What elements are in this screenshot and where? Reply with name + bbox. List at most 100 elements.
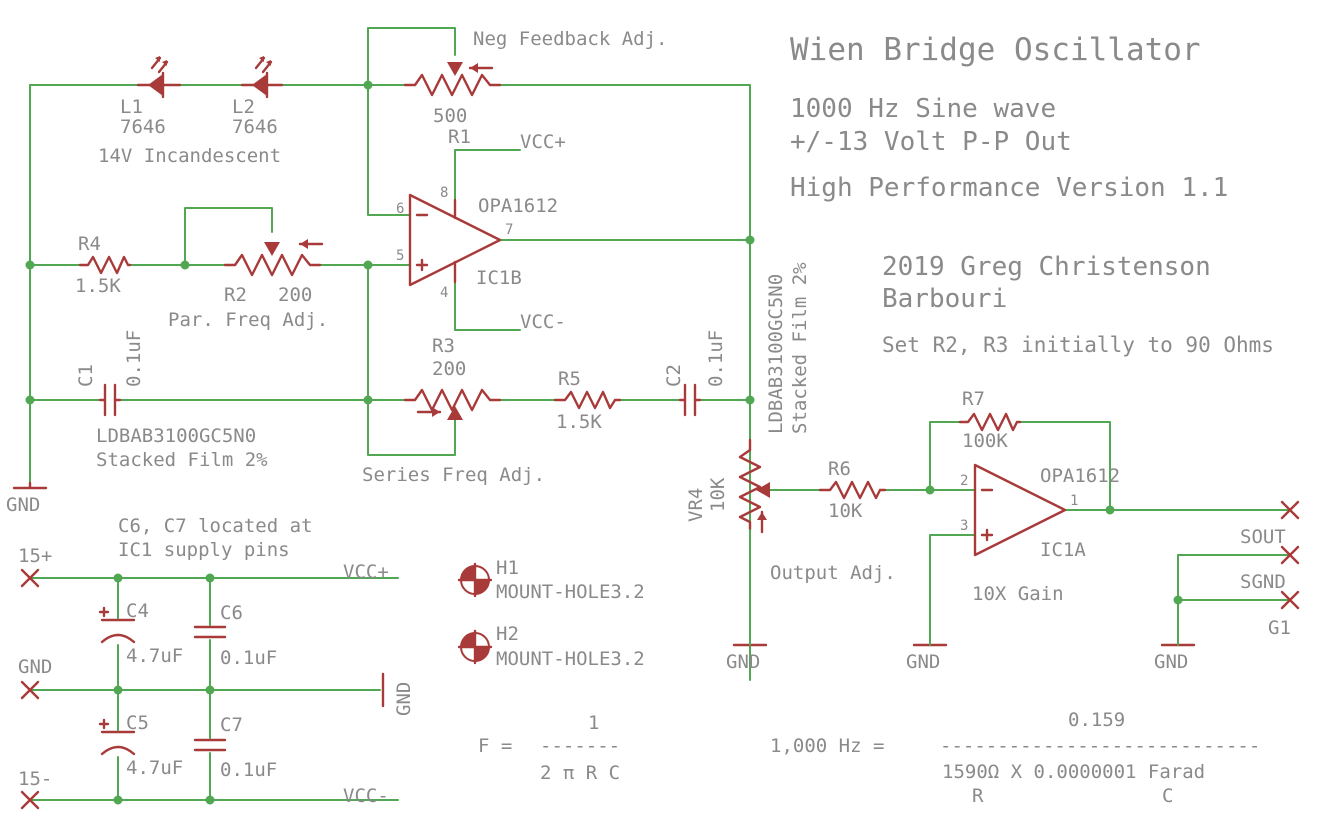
gnd-symbol-left	[12, 481, 48, 490]
r5-name: R5	[558, 368, 581, 390]
ic1b-vcc-neg: VCC-	[520, 311, 566, 333]
ic1b-pin5: 5	[396, 248, 404, 264]
c4-capacitor	[98, 606, 136, 644]
formula-f-lhs: F =	[478, 735, 512, 757]
p15-label: 15+	[18, 545, 52, 567]
mount-hole-h1-icon	[457, 562, 493, 598]
formula-example-r: R	[972, 785, 984, 807]
r4-name: R4	[78, 233, 101, 255]
setup-note: Set R2, R3 initially to 90 Ohms	[882, 333, 1274, 357]
gnd-symbol-vr4	[732, 529, 768, 647]
ic1b-pin4: 4	[440, 285, 448, 301]
vcc-neg-label: VCC-	[343, 785, 389, 807]
lamp-l1-symbol	[136, 56, 182, 99]
c4-value: 4.7uF	[126, 645, 183, 667]
sout-label: SOUT	[1240, 526, 1286, 548]
mount-hole-h2-icon	[457, 629, 493, 665]
gnd-symbol-ic1a	[912, 639, 948, 647]
g1-label: G1	[1268, 617, 1291, 639]
formula-example-numerator: 0.159	[1068, 709, 1125, 731]
c6-value: 0.1uF	[220, 647, 277, 669]
ic1b-vcc-pos: VCC+	[520, 131, 566, 153]
c7-value: 0.1uF	[220, 759, 277, 781]
vr4-potentiometer	[738, 438, 770, 534]
vr4-name: VR4	[685, 488, 707, 522]
ic1b-name: IC1B	[476, 267, 522, 289]
r3-potentiometer	[403, 388, 502, 420]
formula-f-bar: -------	[540, 735, 620, 757]
author-line2: Barbouri	[882, 284, 1007, 314]
lamp-l2-symbol	[240, 56, 284, 99]
c2-name: C2	[663, 364, 685, 387]
r2-note: Par. Freq Adj.	[168, 309, 328, 331]
ic1b-pin6: 6	[396, 201, 404, 217]
ic1a-part: OPA1612	[1040, 465, 1120, 487]
wires	[29, 27, 1291, 801]
title-text: Wien Bridge Oscillator	[790, 32, 1201, 68]
r4-resistor	[78, 255, 132, 275]
ic1a-pin1: 1	[1070, 493, 1078, 509]
r6-value: 10K	[828, 500, 863, 522]
c2-value: 0.1uF	[705, 330, 727, 387]
subtitle-freq: 1000 Hz Sine wave	[790, 94, 1056, 124]
r7-resistor	[958, 412, 1022, 432]
ic1b-part: OPA1612	[478, 195, 558, 217]
gnd-label-supply-in: GND	[18, 656, 52, 678]
lamps-note: 14V Incandescent	[98, 145, 281, 167]
c6-name: C6	[220, 602, 243, 624]
r3-value: 200	[432, 358, 466, 380]
gnd-label-left: GND	[6, 494, 40, 516]
c1-capacitor	[98, 383, 122, 417]
c1-value: 0.1uF	[123, 330, 145, 387]
r6-resistor	[818, 480, 887, 500]
ic1a-pin2: 2	[960, 473, 968, 489]
formula-example-c: C	[1162, 785, 1173, 807]
junctions	[25, 80, 1183, 805]
cap-note-line2: IC1 supply pins	[118, 539, 290, 561]
version-text: High Performance Version 1.1	[790, 173, 1228, 203]
formula-example-bar: ----------------------------	[940, 735, 1260, 757]
author-line1: 2019 Greg Christenson	[882, 252, 1211, 282]
vr4-value: 10K	[707, 477, 729, 512]
h1-value: MOUNT-HOLE3.2	[496, 581, 645, 603]
h2-value: MOUNT-HOLE3.2	[496, 648, 645, 670]
r7-name: R7	[962, 388, 985, 410]
ic1b-opamp	[408, 193, 502, 287]
c6-capacitor	[193, 625, 227, 639]
l2-value: 7646	[232, 116, 278, 138]
c5-name: C5	[126, 712, 149, 734]
ic1a-opamp	[973, 463, 1067, 557]
formula-example-lhs: 1,000 Hz =	[770, 735, 884, 757]
ic1b-pin7: 7	[505, 222, 513, 238]
c1-type: Stacked Film 2%	[96, 449, 268, 471]
r5-resistor	[553, 390, 622, 410]
c1-name: C1	[75, 364, 97, 387]
formula-f-numerator: 1	[588, 712, 599, 734]
c7-capacitor	[193, 738, 227, 752]
ic1a-note: 10X Gain	[972, 583, 1064, 605]
r1-name: R1	[448, 126, 471, 148]
sgnd-label: SGND	[1240, 571, 1286, 593]
ic1a-pin3: 3	[960, 518, 968, 534]
r2-name: R2	[224, 284, 247, 306]
formula-f-denominator: 2 π R C	[540, 762, 620, 784]
r5-value: 1.5K	[556, 411, 602, 433]
c2-type: Stacked Film 2%	[789, 262, 811, 434]
c2-part: LDBAB3100GC5N0	[765, 274, 787, 434]
gnd-label-ic1a: GND	[906, 651, 940, 673]
connector-marks	[20, 500, 1300, 810]
r2-potentiometer	[223, 239, 324, 277]
l1-name: L1	[120, 96, 143, 118]
c1-part: LDBAB3100GC5N0	[96, 425, 256, 447]
cap-note-line1: C6, C7 located at	[118, 515, 312, 537]
gnd-label-sgnd: GND	[1154, 651, 1188, 673]
ic1a-name: IC1A	[1040, 539, 1086, 561]
r7-value: 100K	[962, 430, 1008, 452]
c5-capacitor	[98, 718, 136, 756]
gnd-label-vr4: GND	[726, 651, 760, 673]
formula-example-denominator: 1590Ω X 0.0000001 Farad	[942, 761, 1205, 783]
r3-note: Series Freq Adj.	[362, 464, 545, 486]
l2-name: L2	[232, 96, 255, 118]
r1-note: Neg Feedback Adj.	[473, 28, 667, 50]
